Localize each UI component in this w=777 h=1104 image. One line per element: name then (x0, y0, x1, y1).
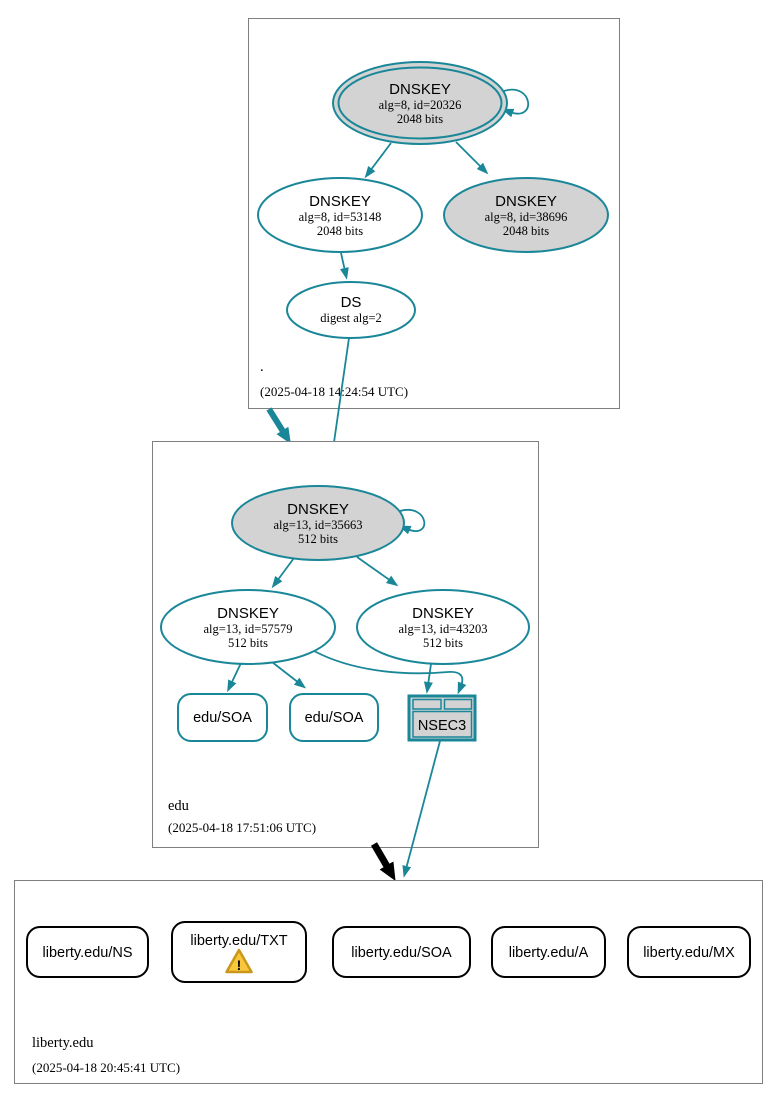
edu-soa1-label: edu/SOA (193, 710, 252, 726)
edge-edu-zsk2-to-nsec3 (423, 663, 433, 694)
nsec3-cell-left (412, 698, 442, 710)
edge-edu-ksk-to-zsk1 (271, 557, 295, 589)
edu-zsk1-ellipse (160, 589, 336, 665)
zone-liberty-label: liberty.edu (32, 1035, 93, 1051)
edge-edu-ksk-self-loop (398, 508, 426, 535)
liberty-a-label: liberty.edu/A (509, 945, 589, 961)
node-edu-dnskey-35663[interactable]: DNSKEY alg=13, id=35663 512 bits (231, 485, 405, 561)
liberty-mx-label: liberty.edu/MX (643, 945, 735, 961)
root-zsk-ellipse (257, 177, 423, 253)
root-zsk-bits: 2048 bits (317, 224, 363, 238)
warning-triangle (225, 948, 253, 974)
zone-liberty-box (14, 880, 763, 1084)
node-liberty-soa[interactable]: liberty.edu/SOA (332, 926, 471, 978)
node-liberty-a[interactable]: liberty.edu/A (491, 926, 606, 978)
edu-ksk-alg: alg=13, id=35663 (273, 518, 362, 532)
edu-zsk1-alg: alg=13, id=57579 (203, 622, 292, 636)
warning-icon[interactable]: ! (225, 948, 253, 974)
edu-ksk-ellipse (231, 485, 405, 561)
zone-liberty-cluster: liberty.edu (2025-04-18 20:45:41 UTC) li… (14, 880, 763, 1084)
liberty-ns-rect (26, 926, 149, 978)
zone-edu-label: edu (168, 798, 189, 814)
nsec3-label: NSEC3 (418, 718, 466, 734)
liberty-mx-rect (627, 926, 751, 978)
node-liberty-ns[interactable]: liberty.edu/NS (26, 926, 149, 978)
edge-root-ksk-to-zsk (364, 142, 392, 179)
edge-root-ksk-self-loop (501, 88, 529, 118)
zone-root-label: . (260, 359, 264, 375)
node-edu-soa-1[interactable]: edu/SOA (177, 693, 268, 742)
root-zsk-alg: alg=8, id=53148 (299, 210, 382, 224)
root-ksk-alg: alg=8, id=20326 (379, 98, 462, 112)
edu-soa2-rect (289, 693, 379, 742)
nsec3-cell-right (443, 698, 473, 710)
edu-zsk1-bits: 512 bits (228, 636, 268, 650)
zone-root-cluster: . (2025-04-18 14:24:54 UTC) DNSKEY alg=8… (248, 18, 620, 409)
edu-zsk2-bits: 512 bits (423, 636, 463, 650)
liberty-a-rect (491, 926, 606, 978)
liberty-soa-label: liberty.edu/SOA (351, 945, 452, 961)
root-ksk-title: DNSKEY (389, 81, 451, 98)
edge-edu-zsk1-to-soa2 (271, 661, 307, 689)
node-root-dnskey-38696[interactable]: DNSKEY alg=8, id=38696 2048 bits (443, 177, 609, 253)
node-liberty-txt[interactable]: liberty.edu/TXT ! (171, 921, 307, 983)
root-ksk-outer-ellipse (332, 61, 508, 145)
edge-nsec3-to-liberty (402, 740, 441, 878)
root-ds-digest: digest alg=2 (320, 311, 382, 325)
edge-edu-zsk1-to-soa1 (227, 662, 242, 693)
node-root-dnskey-53148[interactable]: DNSKEY alg=8, id=53148 2048 bits (257, 177, 423, 253)
edu-zsk1-title: DNSKEY (217, 605, 279, 622)
root-key3-bits: 2048 bits (503, 224, 549, 238)
nsec3-label-cell (412, 710, 473, 738)
edge-edu-to-liberty-delegation (370, 842, 396, 881)
root-key3-alg: alg=8, id=38696 (485, 210, 568, 224)
edge-edu-zsk1-to-nsec3 (313, 650, 467, 695)
node-liberty-mx[interactable]: liberty.edu/MX (627, 926, 751, 978)
edu-zsk2-ellipse (356, 589, 530, 665)
edu-ksk-title: DNSKEY (287, 501, 349, 518)
node-edu-soa-2[interactable]: edu/SOA (289, 693, 379, 742)
edu-zsk2-alg: alg=13, id=43203 (398, 622, 487, 636)
zone-root-timestamp: (2025-04-18 14:24:54 UTC) (260, 384, 408, 399)
edu-soa1-rect (177, 693, 268, 742)
edge-root-to-edu-delegation (266, 407, 291, 445)
zone-edu-cluster: edu (2025-04-18 17:51:06 UTC) DNSKEY alg… (152, 441, 539, 848)
liberty-txt-label: liberty.edu/TXT (190, 933, 287, 949)
liberty-soa-rect (332, 926, 471, 978)
edge-root-ksk-to-key3 (455, 141, 489, 175)
edu-ksk-bits: 512 bits (298, 532, 338, 546)
root-zsk-title: DNSKEY (309, 193, 371, 210)
node-edu-dnskey-43203[interactable]: DNSKEY alg=13, id=43203 512 bits (356, 589, 530, 665)
node-root-dnskey-20326[interactable]: DNSKEY alg=8, id=20326 2048 bits (332, 61, 508, 145)
root-ksk-inner-ellipse (337, 66, 503, 140)
warning-exclamation: ! (237, 957, 242, 973)
root-key3-title: DNSKEY (495, 193, 557, 210)
node-edu-dnskey-57579[interactable]: DNSKEY alg=13, id=57579 512 bits (160, 589, 336, 665)
edge-edu-ksk-to-zsk2 (356, 556, 399, 587)
zone-liberty-timestamp: (2025-04-18 20:45:41 UTC) (32, 1060, 180, 1075)
edge-root-zsk-to-ds (339, 252, 349, 280)
node-edu-nsec3[interactable]: NSEC3 (407, 694, 477, 742)
edu-zsk2-title: DNSKEY (412, 605, 474, 622)
liberty-ns-label: liberty.edu/NS (43, 945, 133, 961)
root-ds-title: DS (341, 294, 362, 311)
node-root-ds[interactable]: DS digest alg=2 (286, 281, 416, 339)
edu-soa2-label: edu/SOA (305, 710, 364, 726)
zone-edu-timestamp: (2025-04-18 17:51:06 UTC) (168, 820, 316, 835)
root-ksk-bits: 2048 bits (397, 112, 443, 126)
root-key3-ellipse (443, 177, 609, 253)
root-ds-ellipse (286, 281, 416, 339)
